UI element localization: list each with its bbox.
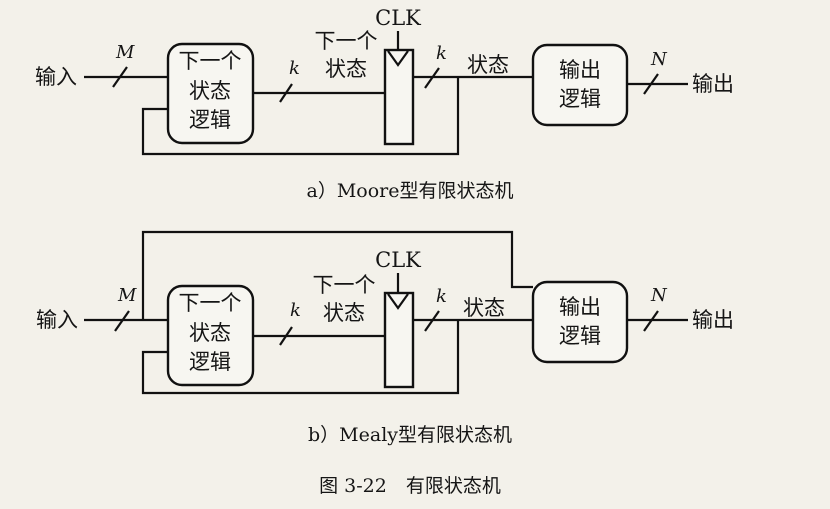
mealy-output-logic-block — [531, 280, 629, 364]
moore-caption: a）Moore型有限状态机 — [307, 180, 514, 202]
moore-output-width-label: N — [650, 49, 668, 70]
moore-next-state-logic-line1: 下一个 — [179, 49, 242, 73]
moore-output-label: 输出 — [692, 72, 734, 96]
mealy-input-label: 输入 — [36, 308, 78, 332]
moore-output-logic-line2: 逻辑 — [559, 87, 601, 111]
moore-output-logic-block — [531, 43, 629, 127]
mealy-output-logic-line1: 输出 — [559, 295, 601, 319]
moore-output-width-slash — [643, 73, 659, 95]
moore-k2-label: k — [436, 43, 447, 64]
moore-output-logic-line1: 输出 — [559, 58, 601, 82]
moore-next-state-logic-line3: 逻辑 — [189, 108, 231, 132]
mealy-next-state-logic-line2: 状态 — [189, 321, 231, 345]
mealy-next-state-label-line1: 下一个 — [313, 273, 376, 297]
mealy-clk-label: CLK — [375, 248, 421, 272]
moore-next-state-label-line1: 下一个 — [315, 29, 378, 53]
moore-state-register — [383, 48, 415, 146]
mealy-feedback-wire — [141, 320, 460, 395]
mealy-state-register — [383, 291, 415, 389]
moore-fsm-diagram: 输入 M 下一个 状态 逻辑 k 下一个 状态 CLK k 状态 输出 逻辑 — [35, 6, 734, 202]
mealy-input-width-slash — [114, 310, 130, 332]
mealy-next-state-label-line2: 状态 — [323, 301, 365, 325]
mealy-output-width-slash — [643, 310, 659, 332]
mealy-state-label: 状态 — [463, 296, 505, 320]
moore-k1-label: k — [289, 58, 300, 79]
moore-k1-slash — [279, 83, 293, 103]
mealy-k2-label: k — [436, 286, 447, 307]
mealy-clock-edge-icon — [387, 293, 409, 310]
mealy-k1-slash — [279, 326, 293, 346]
moore-k2-slash — [424, 67, 440, 89]
mealy-output-logic-line2: 逻辑 — [559, 324, 601, 348]
moore-input-width-slash — [112, 66, 128, 88]
moore-clock-edge-icon — [387, 50, 409, 67]
mealy-k1-label: k — [290, 300, 301, 321]
moore-next-state-logic-line2: 状态 — [189, 79, 231, 103]
mealy-input-width-label: M — [117, 285, 137, 306]
mealy-k2-slash — [424, 310, 440, 332]
mealy-input-to-output-wire — [141, 230, 533, 320]
figure-caption: 图 3-22 有限状态机 — [319, 475, 501, 497]
moore-next-state-label-line2: 状态 — [325, 57, 367, 81]
mealy-caption: b）Mealy型有限状态机 — [308, 424, 512, 446]
moore-clk-label: CLK — [375, 6, 421, 30]
moore-state-label: 状态 — [467, 53, 509, 77]
mealy-next-state-logic-line3: 逻辑 — [189, 350, 231, 374]
mealy-fsm-diagram: 输入 M 下一个 状态 逻辑 k 下一个 状态 CLK k 状态 输出 逻辑 — [36, 230, 734, 446]
moore-input-label: 输入 — [35, 65, 77, 89]
moore-input-width-label: M — [115, 42, 135, 63]
mealy-output-label: 输出 — [692, 308, 734, 332]
moore-feedback-wire — [141, 77, 460, 156]
mealy-output-width-label: N — [650, 285, 668, 306]
mealy-next-state-logic-line1: 下一个 — [179, 291, 242, 315]
